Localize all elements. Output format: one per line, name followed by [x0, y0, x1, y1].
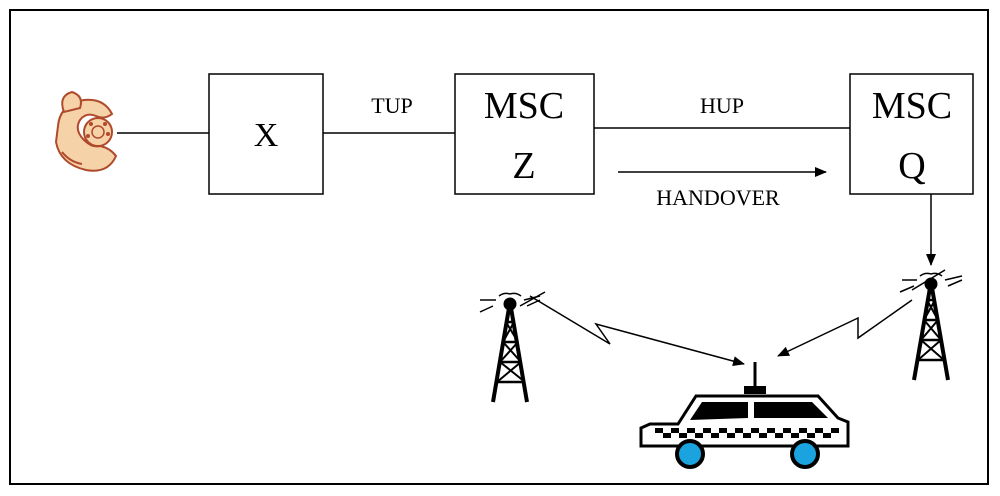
handover-label: HANDOVER — [656, 185, 780, 210]
msc-q-label-line2: Q — [898, 145, 925, 187]
taxi-car-icon — [639, 362, 850, 469]
diagram-frame — [9, 9, 989, 485]
x-label: X — [254, 117, 279, 154]
msc-q-box — [849, 73, 974, 195]
msc-z-box — [454, 73, 595, 195]
tup-label: TUP — [371, 93, 413, 118]
right-radio-link — [777, 299, 913, 357]
left-cell-tower-icon — [479, 291, 546, 403]
hup-label: HUP — [700, 93, 744, 118]
msc-q-label-line1: MSC — [872, 85, 952, 127]
x-box — [208, 73, 324, 195]
msc-z-label-line2: Z — [512, 145, 535, 187]
telephone-icon — [54, 90, 118, 172]
msc-z-label-line1: MSC — [484, 85, 564, 127]
left-radio-link — [529, 295, 745, 366]
right-cell-tower-icon — [899, 269, 963, 381]
